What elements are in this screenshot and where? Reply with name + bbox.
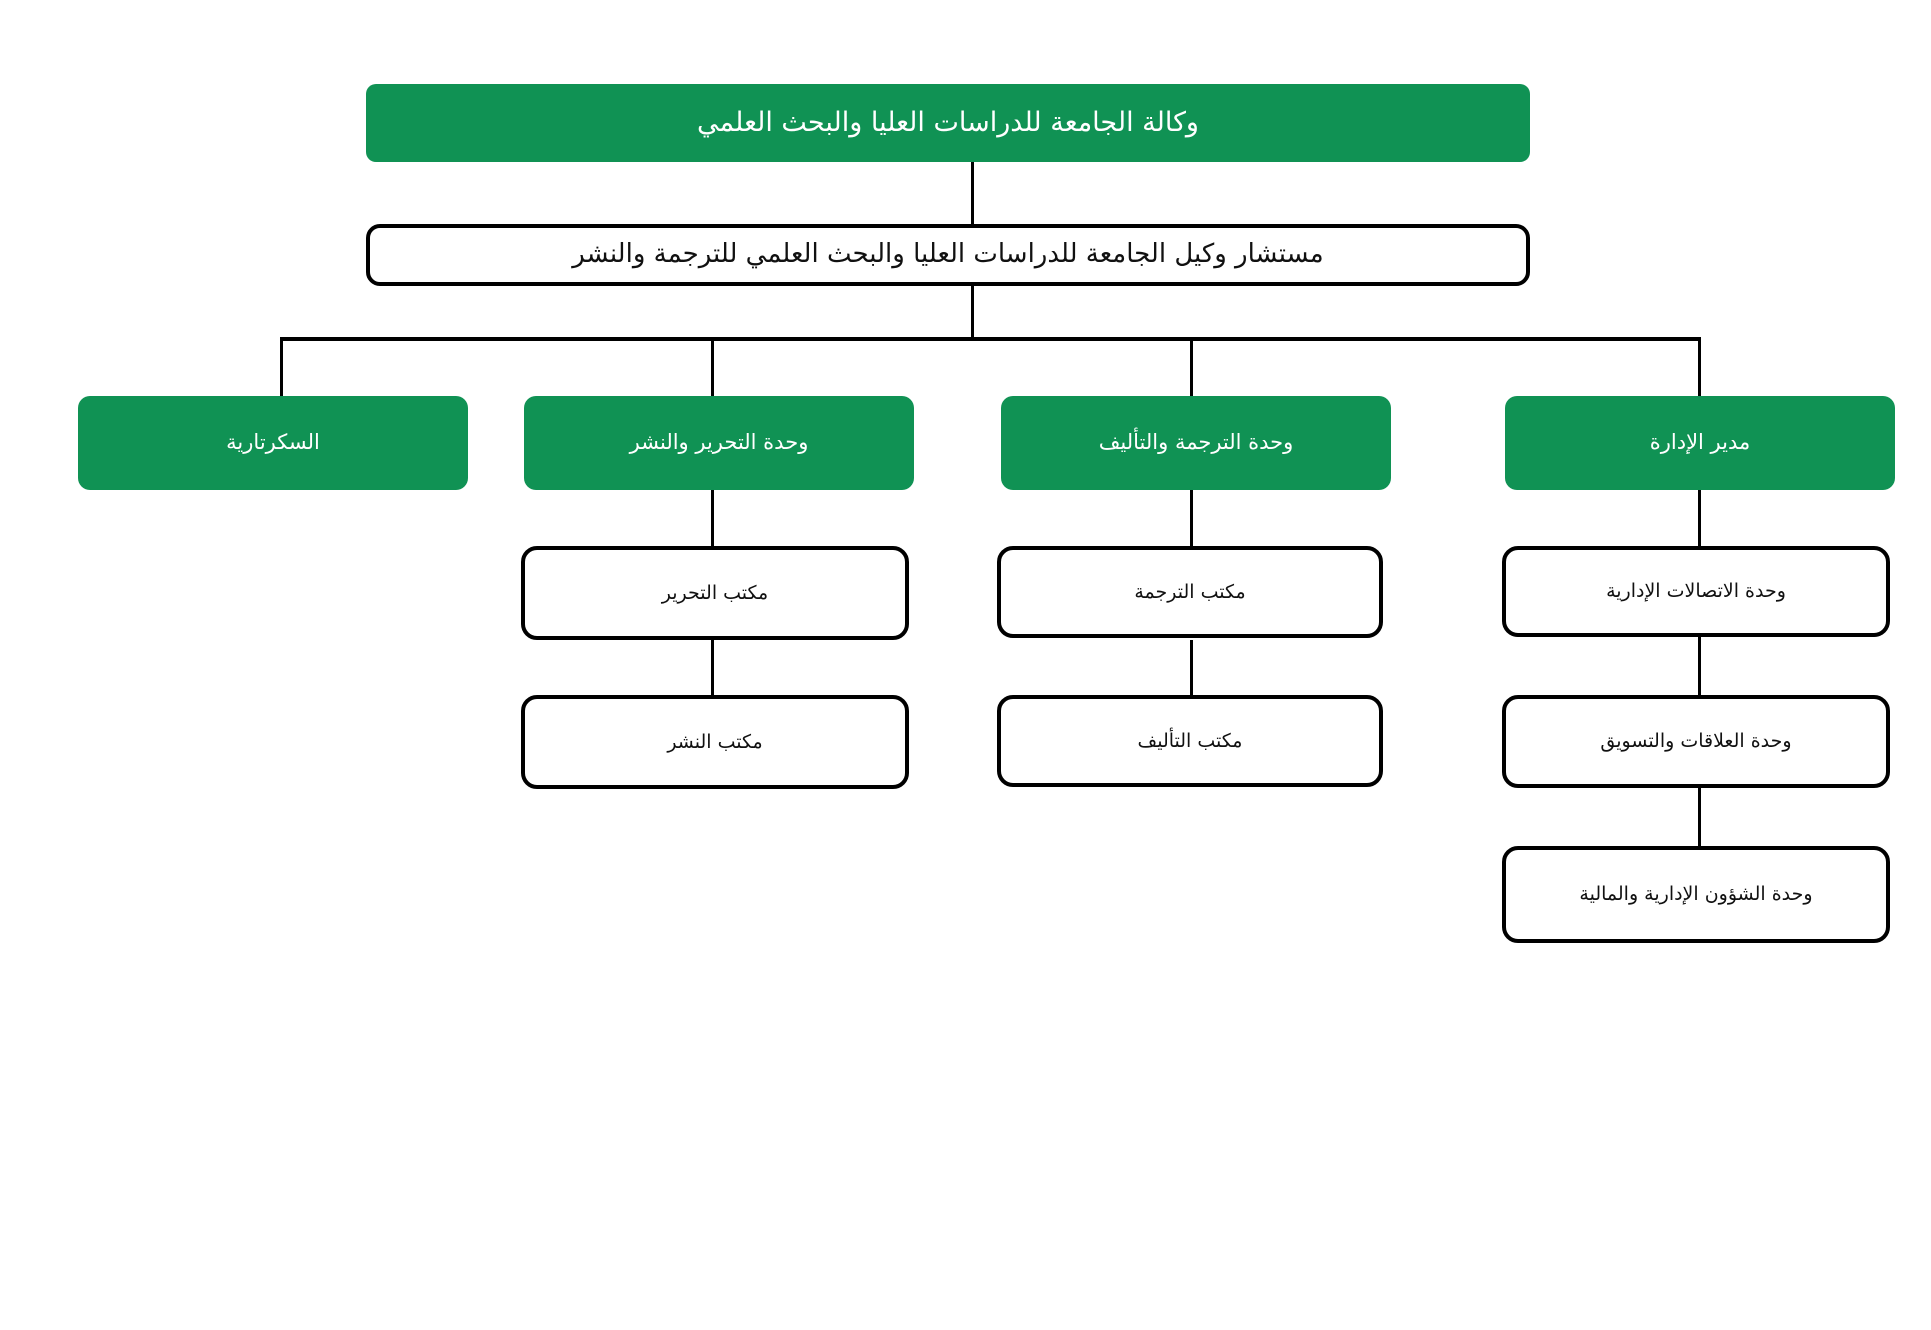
node-label: وحدة الاتصالات الإدارية	[1606, 580, 1786, 603]
node-label: السكرتارية	[226, 430, 320, 455]
node-label: وحدة الترجمة والتأليف	[1098, 430, 1294, 455]
node-translation-office[interactable]: مكتب الترجمة	[997, 546, 1383, 638]
node-university-vice-rectorate[interactable]: وكالة الجامعة للدراسات العليا والبحث الع…	[366, 84, 1530, 162]
connector-relations-marketing-to-admin-financial	[1698, 788, 1701, 846]
connector-communications-to-relations-marketing	[1698, 637, 1701, 695]
connector-translation-unit-to-translation-office	[1190, 489, 1193, 546]
node-label: مكتب النشر	[667, 730, 763, 753]
connector-bus-to-translation-authoring-unit	[1190, 337, 1193, 397]
connector-admin-director-to-communications-unit	[1698, 489, 1701, 546]
connector-bus-to-editing-publishing-unit	[711, 337, 714, 397]
node-label: وكالة الجامعة للدراسات العليا والبحث الع…	[697, 107, 1199, 139]
connector-bus-to-secretariat	[280, 337, 283, 397]
node-admin-communications-unit[interactable]: وحدة الاتصالات الإدارية	[1502, 546, 1890, 637]
node-admin-financial-affairs-unit[interactable]: وحدة الشؤون الإدارية والمالية	[1502, 846, 1890, 943]
node-editing-office[interactable]: مكتب التحرير	[521, 546, 909, 640]
node-relations-marketing-unit[interactable]: وحدة العلاقات والتسويق	[1502, 695, 1890, 788]
node-label: مكتب التحرير	[661, 581, 769, 604]
connector-translation-office-to-authoring-office	[1190, 640, 1193, 695]
node-label: وحدة التحرير والنشر	[629, 430, 809, 455]
node-label: وحدة العلاقات والتسويق	[1600, 730, 1792, 753]
node-secretariat[interactable]: السكرتارية	[78, 396, 468, 490]
node-publishing-office[interactable]: مكتب النشر	[521, 695, 909, 789]
connector-advisor-stem	[971, 283, 974, 340]
node-label: وحدة الشؤون الإدارية والمالية	[1579, 883, 1813, 906]
connector-editing-office-to-publishing-office	[711, 640, 714, 695]
node-advisor-to-vice-rector[interactable]: مستشار وكيل الجامعة للدراسات العليا والب…	[366, 224, 1530, 286]
node-label: مكتب التأليف	[1137, 729, 1243, 752]
node-authoring-office[interactable]: مكتب التأليف	[997, 695, 1383, 787]
node-translation-authoring-unit[interactable]: وحدة الترجمة والتأليف	[1001, 396, 1391, 490]
node-label: مستشار وكيل الجامعة للدراسات العليا والب…	[572, 239, 1324, 270]
node-administration-director[interactable]: مدير الإدارة	[1505, 396, 1895, 490]
connector-level3-bus	[280, 337, 1701, 341]
connector-root-to-advisor	[971, 160, 974, 225]
connector-bus-to-administration-director	[1698, 337, 1701, 397]
node-editing-publishing-unit[interactable]: وحدة التحرير والنشر	[524, 396, 914, 490]
node-label: مكتب الترجمة	[1134, 580, 1246, 603]
connector-editing-unit-to-editing-office	[711, 489, 714, 546]
node-label: مدير الإدارة	[1649, 430, 1751, 455]
